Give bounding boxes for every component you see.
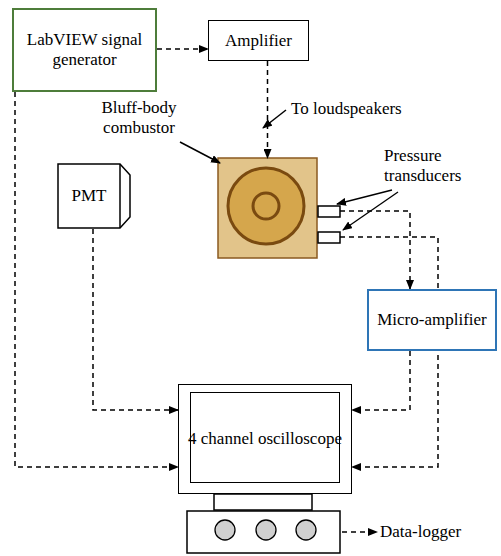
- annotation-label: To loudspeakers: [291, 99, 431, 119]
- node-text: PMT: [66, 186, 113, 206]
- pressure-transducer: [318, 206, 340, 217]
- knob: [256, 520, 276, 540]
- knob: [296, 520, 316, 540]
- node-text: LabVIEW signal generator: [14, 30, 155, 70]
- amplifier-box: Amplifier: [208, 20, 309, 61]
- annotation-label: Data-logger: [380, 522, 498, 542]
- node-text: 4 channel oscilloscope: [182, 429, 348, 449]
- scope-stand: [214, 494, 312, 510]
- signal-connector: [157, 48, 208, 50]
- combustor: Bluff-body combustor: [218, 158, 317, 258]
- node-text: Amplifier: [219, 31, 298, 51]
- node-text: Bluff-body combustor: [84, 98, 194, 138]
- node-text: Micro-amplifier: [371, 310, 493, 330]
- bluff-body: [253, 193, 279, 219]
- combustor-body: [218, 158, 317, 258]
- signal-connector: [267, 61, 269, 158]
- leader-line: [263, 110, 286, 128]
- signal-connector: [352, 351, 410, 410]
- data-link: [342, 531, 377, 533]
- oscilloscope: 4 channel oscilloscope: [178, 384, 352, 494]
- scope-base: [187, 511, 340, 553]
- micro-amplifier-box: Micro-amplifier: [367, 289, 497, 351]
- signal-connector: [340, 237, 438, 467]
- signal-connector: [340, 211, 410, 289]
- signal-connector: [93, 229, 178, 410]
- pmt-box: PMT: [57, 163, 131, 229]
- leader-line: [180, 142, 220, 163]
- combustor-annulus: [228, 168, 304, 244]
- signal-connector: [15, 92, 178, 467]
- knob: [215, 520, 235, 540]
- pressure-transducer: [318, 232, 340, 243]
- signal-generator-box: LabVIEW signal generator: [12, 8, 157, 92]
- annotation-label: Pressure transducers: [384, 146, 496, 186]
